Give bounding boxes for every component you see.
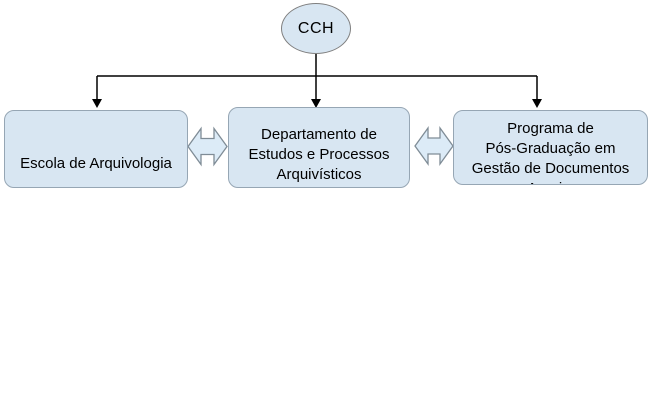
box-label-line-clipped: e Arquivos bbox=[454, 179, 647, 184]
box-label-line: Pós-Graduação em bbox=[485, 140, 616, 157]
dept-box-programa-pos-graduacao-gestao-documentos: Programa de Pós-Graduação em Gestão de D… bbox=[453, 110, 648, 185]
box-label-line: Departamento de bbox=[261, 126, 377, 143]
box-label-line: Estudos e Processos bbox=[248, 146, 390, 163]
root-node-cch: CCH bbox=[281, 3, 351, 54]
root-node-label: CCH bbox=[297, 19, 335, 37]
box-label-line: Programa de bbox=[507, 120, 594, 137]
box-label-line: Gestão de Documentos bbox=[471, 160, 630, 177]
down-arrowhead-left bbox=[92, 99, 102, 108]
down-arrowhead-right bbox=[532, 99, 542, 108]
dept-box-departamento-estudos-processos-arquivisticos: Departamento de Estudos e Processos Arqu… bbox=[228, 107, 410, 188]
double-arrow-icon-right bbox=[414, 125, 454, 167]
double-arrow-icon-left bbox=[187, 126, 228, 167]
box-label-line: Escola de Arquivologia bbox=[20, 155, 172, 172]
dept-box-escola-de-arquivologia: Escola de Arquivologia bbox=[4, 110, 188, 188]
box-label-line: Arquivísticos bbox=[276, 166, 362, 183]
